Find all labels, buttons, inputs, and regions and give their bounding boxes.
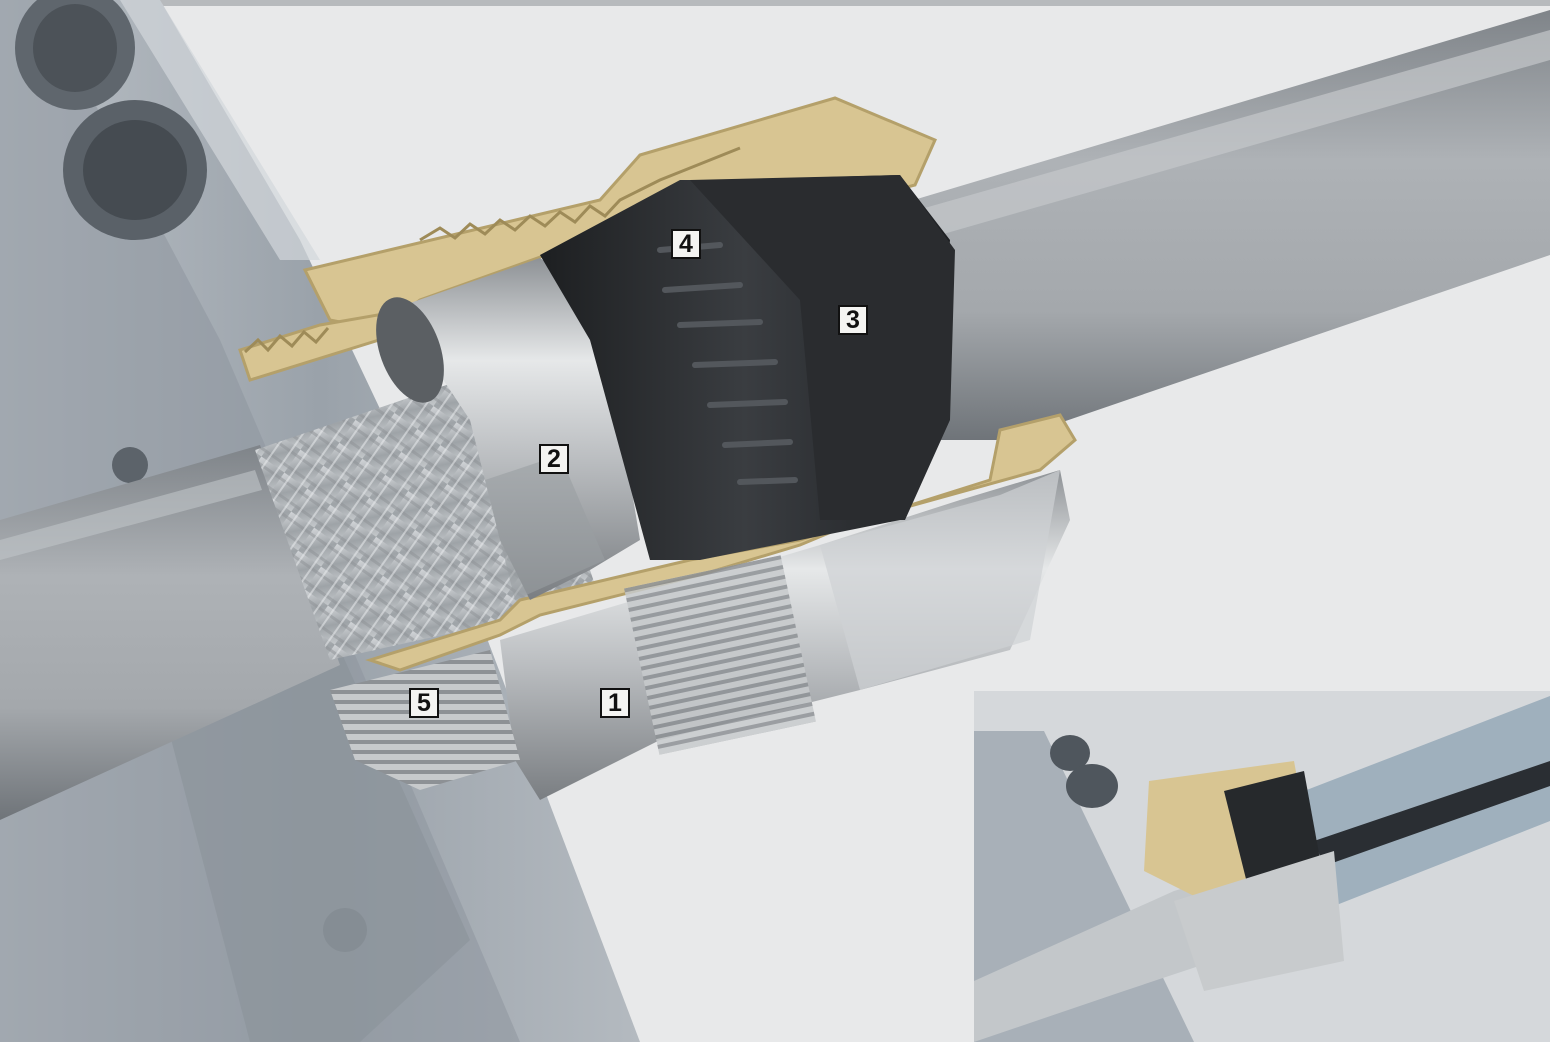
inner-cable bbox=[0, 445, 340, 820]
inset-photo bbox=[974, 691, 1550, 1042]
callout-2-clamping-sleeve: 2 bbox=[539, 444, 569, 474]
callout-1-gland-body: 1 bbox=[600, 688, 630, 718]
callout-4-lamellae: 4 bbox=[671, 229, 701, 259]
brass-section-lower bbox=[365, 413, 1077, 672]
callout-5-entry-thread: 5 bbox=[409, 688, 439, 718]
outgoing-cable bbox=[880, 10, 1550, 440]
gland-body bbox=[500, 470, 1070, 800]
clamping-sleeve bbox=[376, 258, 640, 600]
entry-thread bbox=[330, 650, 520, 790]
callout-3-seal-insert: 3 bbox=[838, 305, 868, 335]
